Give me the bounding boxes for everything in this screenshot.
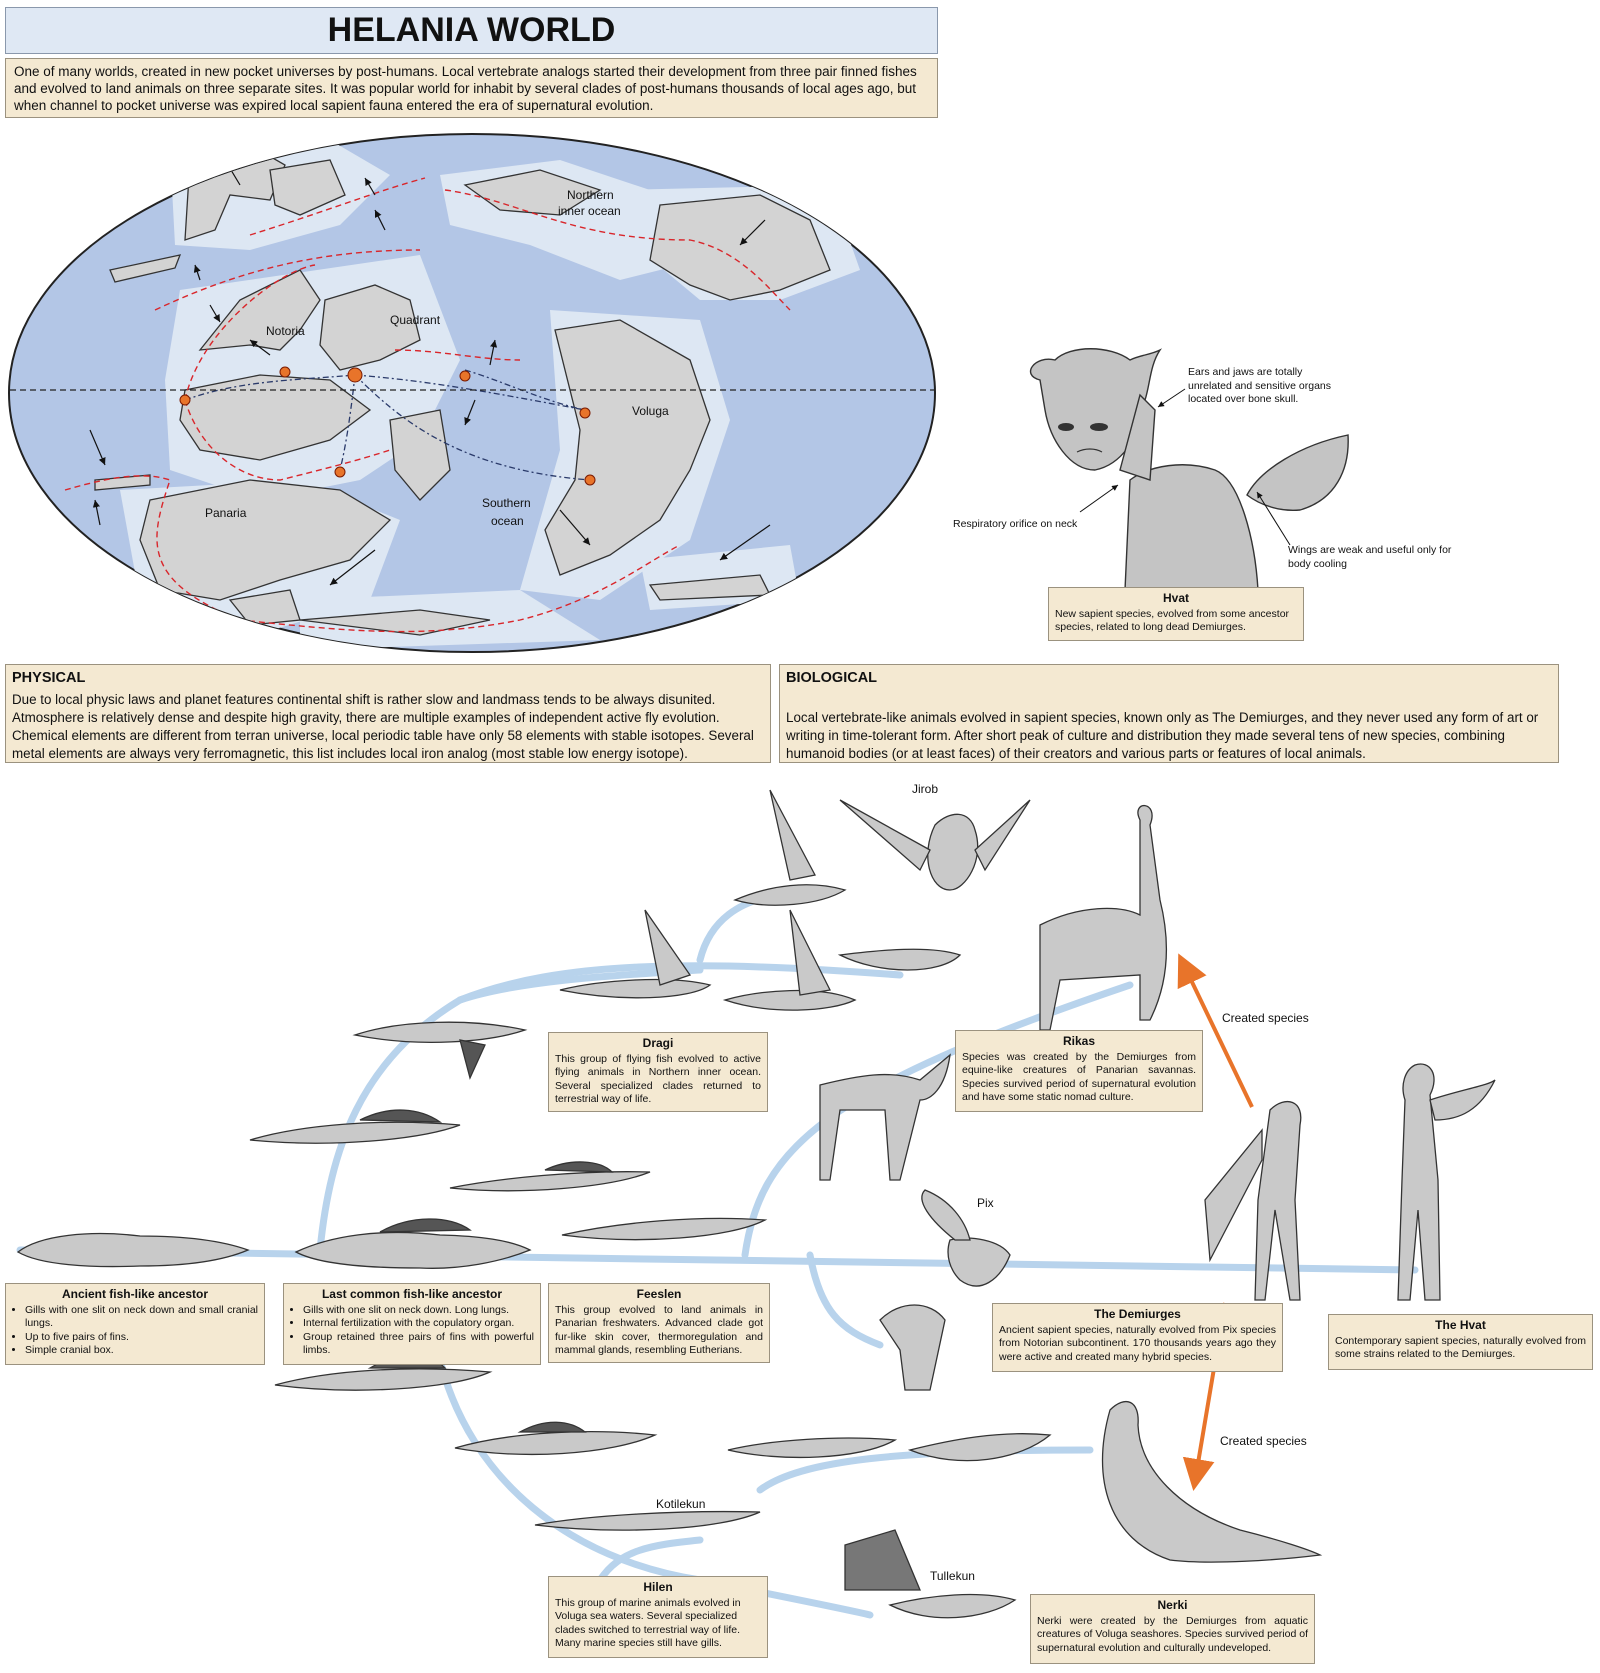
demiurges-title: The Demiurges xyxy=(1094,1307,1181,1321)
hvat-caption-text: New sapient species, evolved from some a… xyxy=(1055,607,1290,634)
box-nerki: Nerki Nerki were created by the Demiurge… xyxy=(1030,1594,1315,1664)
ancient-item-1: Gills with one slit on neck down and sma… xyxy=(25,1304,258,1331)
demiurges-text: Ancient sapient species, naturally evolv… xyxy=(999,1323,1276,1363)
box-the-hvat: The Hvat Contemporary sapient species, n… xyxy=(1328,1314,1593,1370)
jirob-silhouette xyxy=(927,813,979,891)
map-label-notoria: Notoria xyxy=(266,324,305,338)
box-feeslen: Feeslen This group evolved to land anima… xyxy=(548,1283,770,1363)
nerki-title: Nerki xyxy=(1157,1598,1188,1612)
feeslen-title: Feeslen xyxy=(636,1287,682,1301)
page-title: HELANIA WORLD xyxy=(5,7,938,54)
lastcommon-item-3: Group retained three pairs of fins with … xyxy=(303,1331,534,1358)
dragi-flyer-1 xyxy=(559,978,712,999)
hilen-terrestrial xyxy=(907,1433,1052,1462)
physical-text: Due to local physic laws and planet feat… xyxy=(12,692,754,761)
rikas-text: Species was created by the Demiurges fro… xyxy=(962,1050,1196,1104)
box-demiurges: The Demiurges Ancient sapient species, n… xyxy=(992,1303,1283,1372)
tullekun-silhouette xyxy=(888,1593,1017,1619)
hilen-text: This group of marine animals evolved in … xyxy=(555,1596,741,1650)
dragi-terrestrial xyxy=(837,948,962,971)
thehvat-text: Contemporary sapient species, naturally … xyxy=(1335,1334,1586,1361)
map-label-northern: Northern xyxy=(567,188,614,202)
feeslen-early-2 xyxy=(449,1171,651,1192)
box-dragi: Dragi This group of flying fish evolved … xyxy=(548,1032,768,1112)
hilen-marine-1 xyxy=(727,1437,898,1459)
box-last-common-ancestor: Last common fish-like ancestor Gills wit… xyxy=(283,1283,541,1365)
pix-silhouette xyxy=(947,1237,1011,1287)
ancient-item-2: Up to five pairs of fins. xyxy=(25,1331,258,1345)
physical-panel: PHYSICAL Due to local physic laws and pl… xyxy=(5,664,771,763)
map-label-quadrant: Quadrant xyxy=(390,313,441,327)
box-hilen: Hilen This group of marine animals evolv… xyxy=(548,1576,768,1658)
label-jirob: Jirob xyxy=(912,782,939,796)
dragi-flyer-2 xyxy=(722,989,857,1011)
nerki-text: Nerki were created by the Demiurges from… xyxy=(1037,1614,1308,1654)
hvat-caption-title: Hvat xyxy=(1162,591,1189,605)
feeslen-text: This group evolved to land animals in Pa… xyxy=(555,1303,763,1357)
map-label-inner-ocean: inner ocean xyxy=(558,204,621,218)
nerki-silhouette xyxy=(1101,1400,1323,1563)
thehvat-title: The Hvat xyxy=(1435,1318,1486,1332)
feeslen-early-1 xyxy=(249,1121,461,1144)
hvat-note-ears: Ears and jaws are totally unrelated and … xyxy=(1188,366,1332,405)
biological-panel: BIOLOGICAL Local vertebrate-like animals… xyxy=(779,664,1559,763)
map-label-southern: Southern xyxy=(482,496,531,510)
feeslen-hopper xyxy=(879,1304,946,1391)
label-tullekun: Tullekun xyxy=(930,1569,975,1583)
hilen-early-2 xyxy=(454,1431,658,1456)
biological-text: Local vertebrate-like animals evolved in… xyxy=(786,710,1539,761)
dragi-title: Dragi xyxy=(642,1036,674,1050)
map-label-ocean: ocean xyxy=(491,514,524,528)
physical-heading: PHYSICAL xyxy=(12,670,86,686)
hilen-early-1 xyxy=(274,1368,493,1391)
lastcommon-item-2: Internal fertilization with the copulato… xyxy=(303,1317,534,1331)
feeslen-advanced xyxy=(561,1217,768,1241)
hvat-note-respiratory: Respiratory orifice on neck xyxy=(953,518,1078,530)
rikas-silhouette xyxy=(1039,804,1167,1031)
box-rikas: Rikas Species was created by the Demiurg… xyxy=(955,1030,1203,1112)
hvat-note-wings: Wings are weak and useful only for body … xyxy=(1288,544,1452,570)
box-ancient-ancestor: Ancient fish-like ancestor Gills with on… xyxy=(5,1283,265,1365)
ancient-title: Ancient fish-like ancestor xyxy=(61,1287,209,1301)
lastcommon-title: Last common fish-like ancestor xyxy=(321,1287,503,1301)
demiurges-silhouette xyxy=(1254,1101,1302,1301)
hilen-title: Hilen xyxy=(643,1580,673,1594)
rikas-title: Rikas xyxy=(1062,1034,1096,1048)
intro-text: One of many worlds, created in new pocke… xyxy=(5,58,938,118)
lastcommon-silhouette xyxy=(294,1231,532,1269)
hvat-caption-box: Hvat New sapient species, evolved from s… xyxy=(1048,587,1304,641)
map-label-panaria: Panaria xyxy=(205,506,247,520)
label-kotilekun: Kotilekun xyxy=(656,1497,706,1511)
dragi-text: This group of flying fish evolved to act… xyxy=(555,1052,761,1106)
dragi-fish-1 xyxy=(352,1021,528,1043)
dragi-flyer-3 xyxy=(733,884,847,906)
the-hvat-silhouette xyxy=(1397,1063,1441,1301)
ancient-fish-silhouette xyxy=(16,1232,250,1268)
label-created-species-nerki: Created species xyxy=(1220,1434,1307,1448)
label-created-species-rikas: Created species xyxy=(1222,1011,1309,1025)
label-pix: Pix xyxy=(977,1196,994,1210)
feeslen-quadruped xyxy=(819,1053,951,1181)
kotilekun-silhouette xyxy=(534,1510,761,1531)
map-label-voluga: Voluga xyxy=(632,404,669,418)
ancient-item-3: Simple cranial box. xyxy=(25,1344,258,1358)
biological-heading: BIOLOGICAL xyxy=(786,670,878,686)
lastcommon-item-1: Gills with one slit on neck down. Long l… xyxy=(303,1304,534,1318)
